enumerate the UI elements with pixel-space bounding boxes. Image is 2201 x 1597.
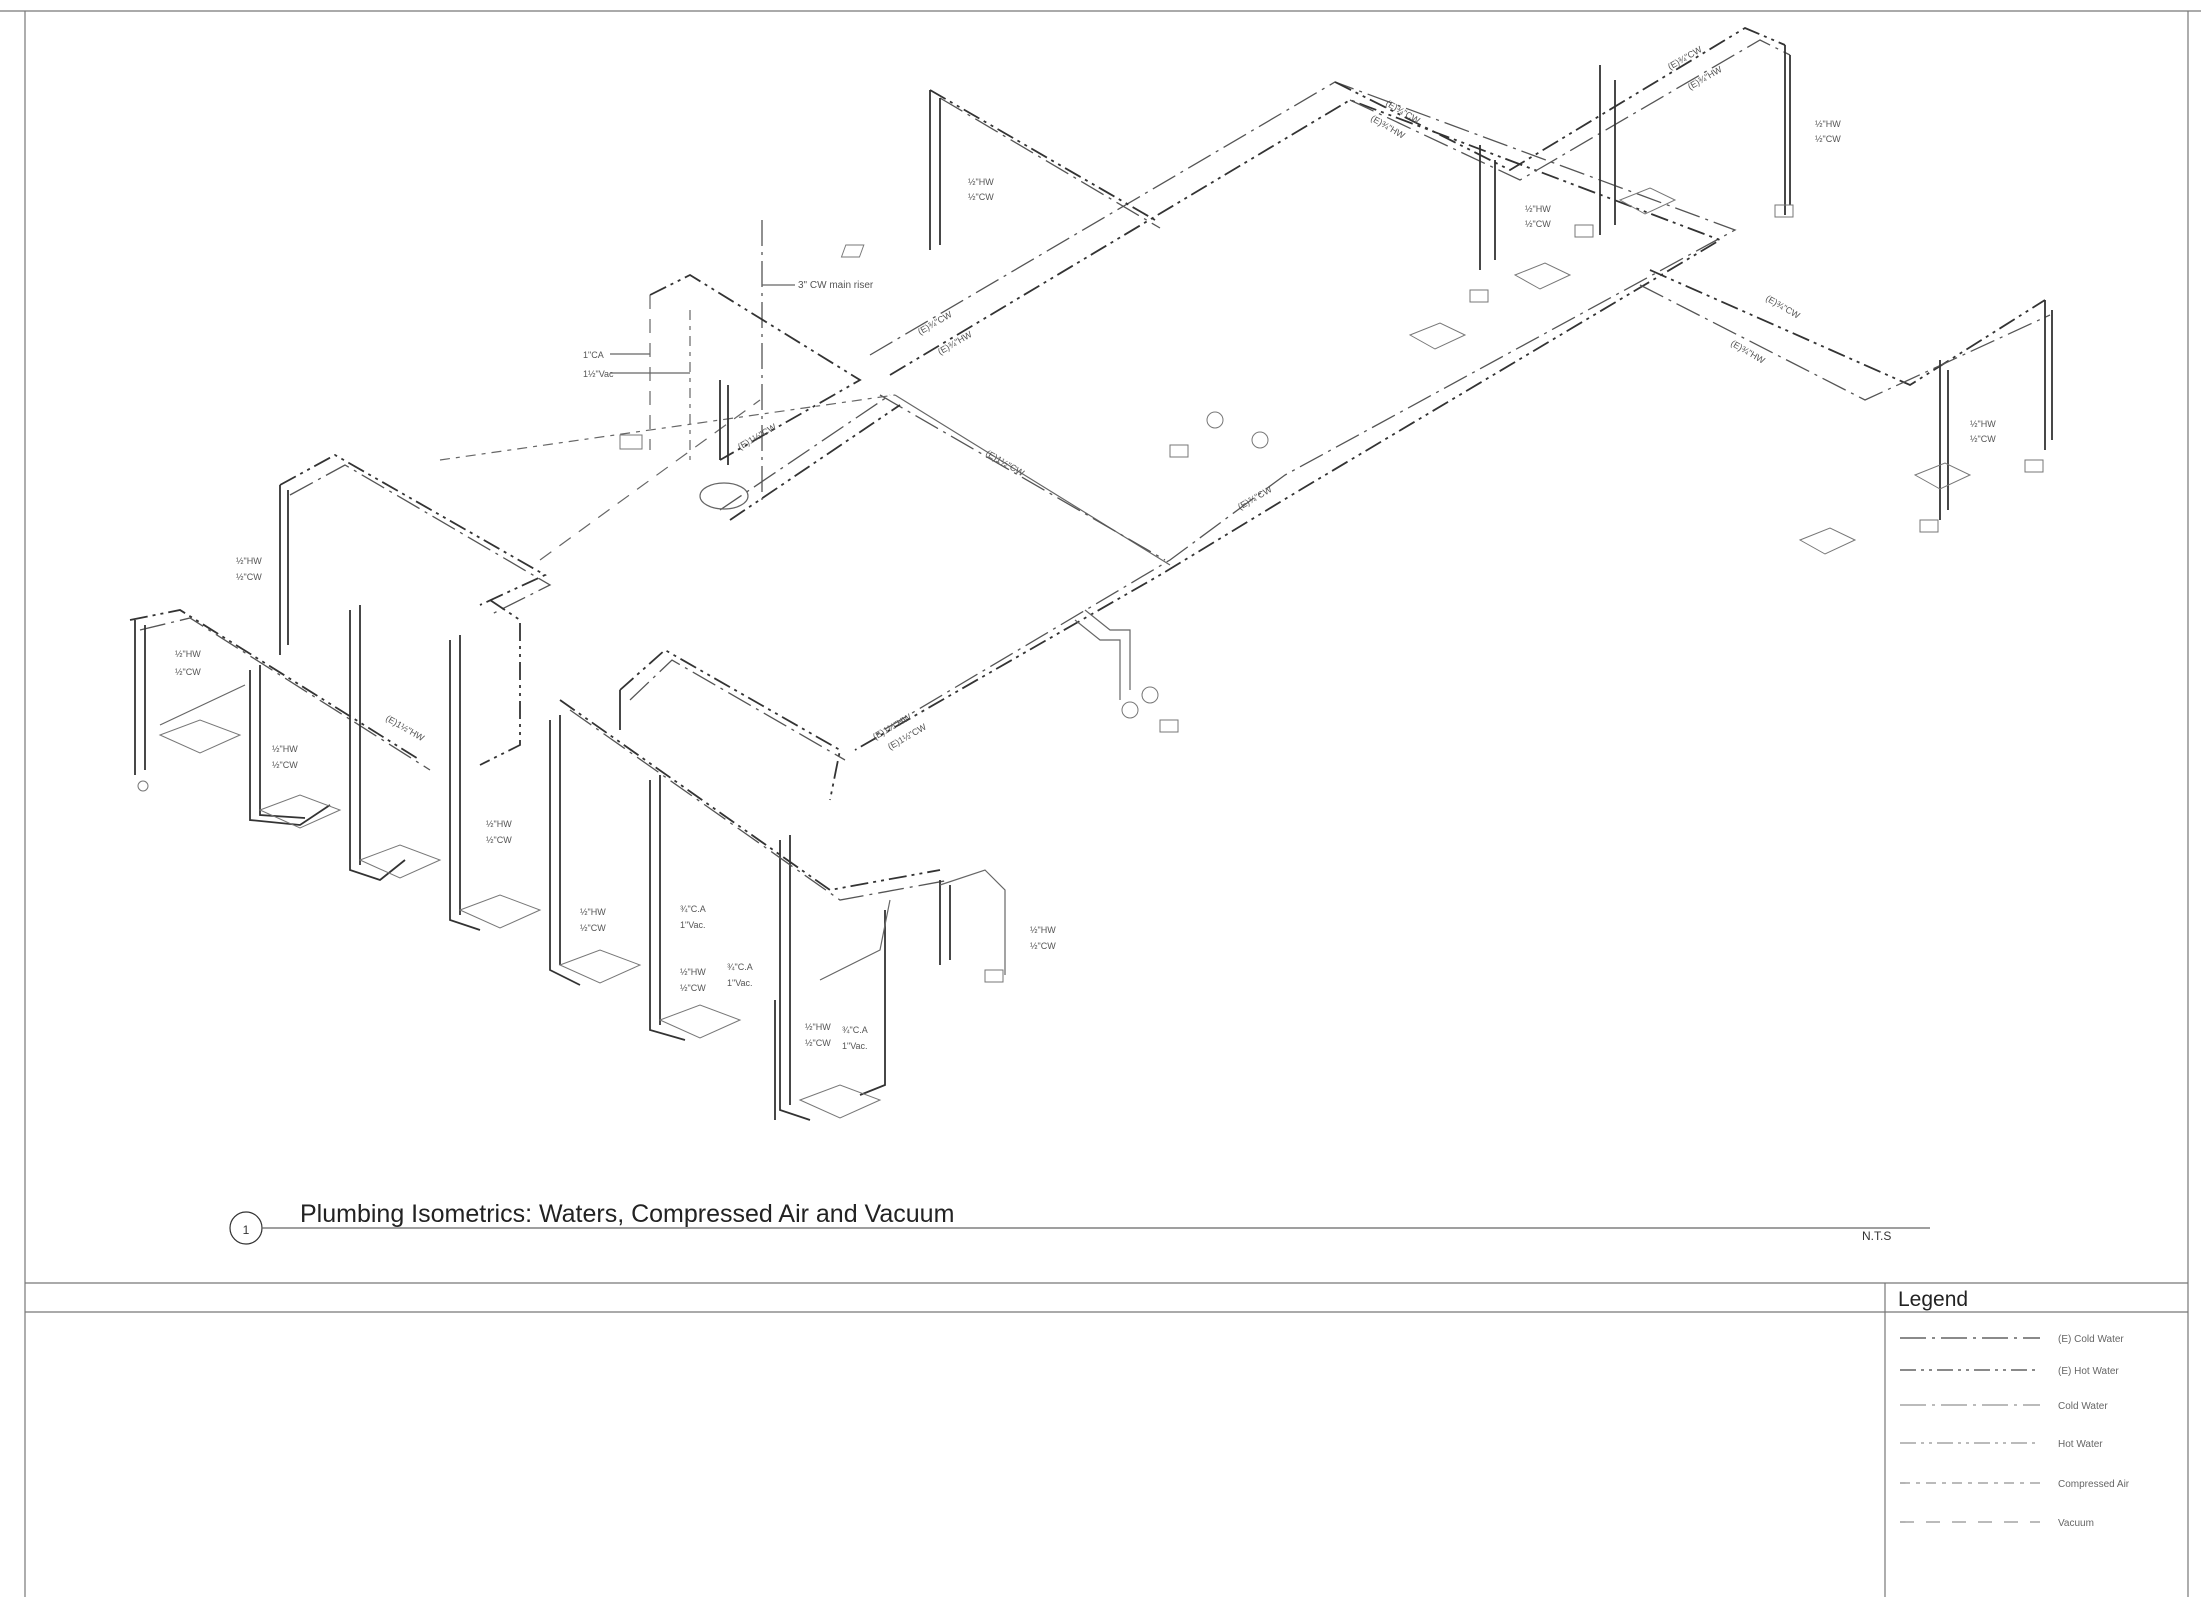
pipe-label-hw: ½"HW [1030,925,1056,935]
drawing-title: Plumbing Isometrics: Waters, Compressed … [300,1200,954,1228]
left-riser-cluster [649,220,862,510]
legend-label: Vacuum [2058,1518,2094,1529]
legend-label: (E) Cold Water [2058,1334,2124,1345]
main-runs [439,81,1737,751]
run-label-cw: (E)1½"CW [736,421,778,451]
pipe-label-cw: ½"CW [236,572,262,582]
pipe-label-ca1: 1"CA [583,350,604,360]
legend-item-existing-hot: (E) Hot Water [1900,1366,2119,1377]
pipe-label-cw: ½"CW [272,760,298,770]
legend: Legend (E) Cold Water (E) Hot Water Cold… [1898,1288,2130,1529]
drawing-title-block: 1 Plumbing Isometrics: Waters, Compresse… [229,1200,1930,1245]
pipe-label-hw: ½"HW [1525,204,1551,214]
legend-item-air: Compressed Air [1900,1479,2130,1490]
run-label-cw: (E)¾"CW [916,309,954,337]
scale-note: N.T.S [1862,1229,1891,1243]
pipe-label-cw: ½"CW [1970,434,1996,444]
legend-label: Hot Water [2058,1439,2103,1450]
pipe-label-cw: ½"CW [580,923,606,933]
pipe-label-cw: ½"CW [1815,134,1841,144]
run-label-cw: (E)1½"CW [984,448,1026,478]
run-label-hw: (E)1½"HW [384,713,426,743]
pipe-label-hw: ½"HW [175,649,201,659]
fixtures [137,187,2044,1119]
pipe-label-hw: ½"HW [1815,119,1841,129]
riser-callout: 3" CW main riser [762,280,874,291]
pipe-label-hw: ½"HW [968,177,994,187]
middle-rack [479,599,1006,981]
pipe-label-hw: ½"HW [272,744,298,754]
legend-item-hot: Hot Water [1900,1439,2103,1450]
sheet-frame [0,10,2201,1597]
pipe-label-cw: ½"CW [680,983,706,993]
pipe-label-hw: ½"HW [236,556,262,566]
pipe-label-cw: ½"CW [175,667,201,677]
run-label-cw: (E)¾"CW [1666,44,1704,72]
plumbing-isometric: 3" CW main riser ½"HW ½"CW ½"HW ½"CW ½"H… [129,26,2053,1121]
drop-columns [249,605,886,1121]
pipe-label-ca: ¾"C.A [680,904,706,914]
pipe-label-ca: ¾"C.A [727,962,753,972]
drawing-number: 1 [243,1223,250,1237]
pipe-label-hw: ½"HW [805,1022,831,1032]
pipe-label-hw: ½"HW [680,967,706,977]
right-branches [1334,26,2053,520]
legend-item-vacuum: Vacuum [1900,1518,2094,1529]
pipe-label-vac: 1"Vac. [727,978,753,988]
pipe-label-vac: 1"Vac. [842,1041,868,1051]
pipe-label-vac: 1½"Vac [583,369,614,379]
run-label-cw: (E)¾"CW [1236,484,1274,512]
run-label-hw: (E)¾"HW [1729,338,1767,366]
pipe-size-labels: ½"HW ½"CW ½"HW ½"CW ½"HW ½"CW ½"HW ½"CW … [175,44,1996,1051]
pipe-label-hw: ½"HW [1970,419,1996,429]
legend-item-existing-cold: (E) Cold Water [1900,1334,2124,1345]
pipe-label-cw: ½"CW [1525,219,1551,229]
legend-item-cold: Cold Water [1900,1401,2108,1412]
pipe-label-hw: ½"HW [580,907,606,917]
run-label-cw: (E)¾"CW [1764,293,1802,321]
pipe-label-hw: ½"HW [486,819,512,829]
pipe-label-vac: 1"Vac. [680,920,706,930]
pipe-label-cw: ½"CW [805,1038,831,1048]
pipe-label-cw: ½"CW [1030,941,1056,951]
run-label-hw: (E)¾"HW [936,329,974,357]
pipe-label-ca: ¾"C.A [842,1025,868,1035]
run-label-hw: (E)¾"HW [1686,64,1724,92]
pipe-label-cw: ½"CW [486,835,512,845]
legend-label: Compressed Air [2058,1479,2130,1490]
pipe-label-cw: ½"CW [968,192,994,202]
top-center-branch [929,89,1161,250]
riser-label: 3" CW main riser [798,280,874,291]
legend-title: Legend [1898,1288,1968,1311]
legend-label: Cold Water [2058,1401,2108,1412]
legend-label: (E) Hot Water [2058,1366,2119,1377]
left-upper-rack [129,453,552,775]
